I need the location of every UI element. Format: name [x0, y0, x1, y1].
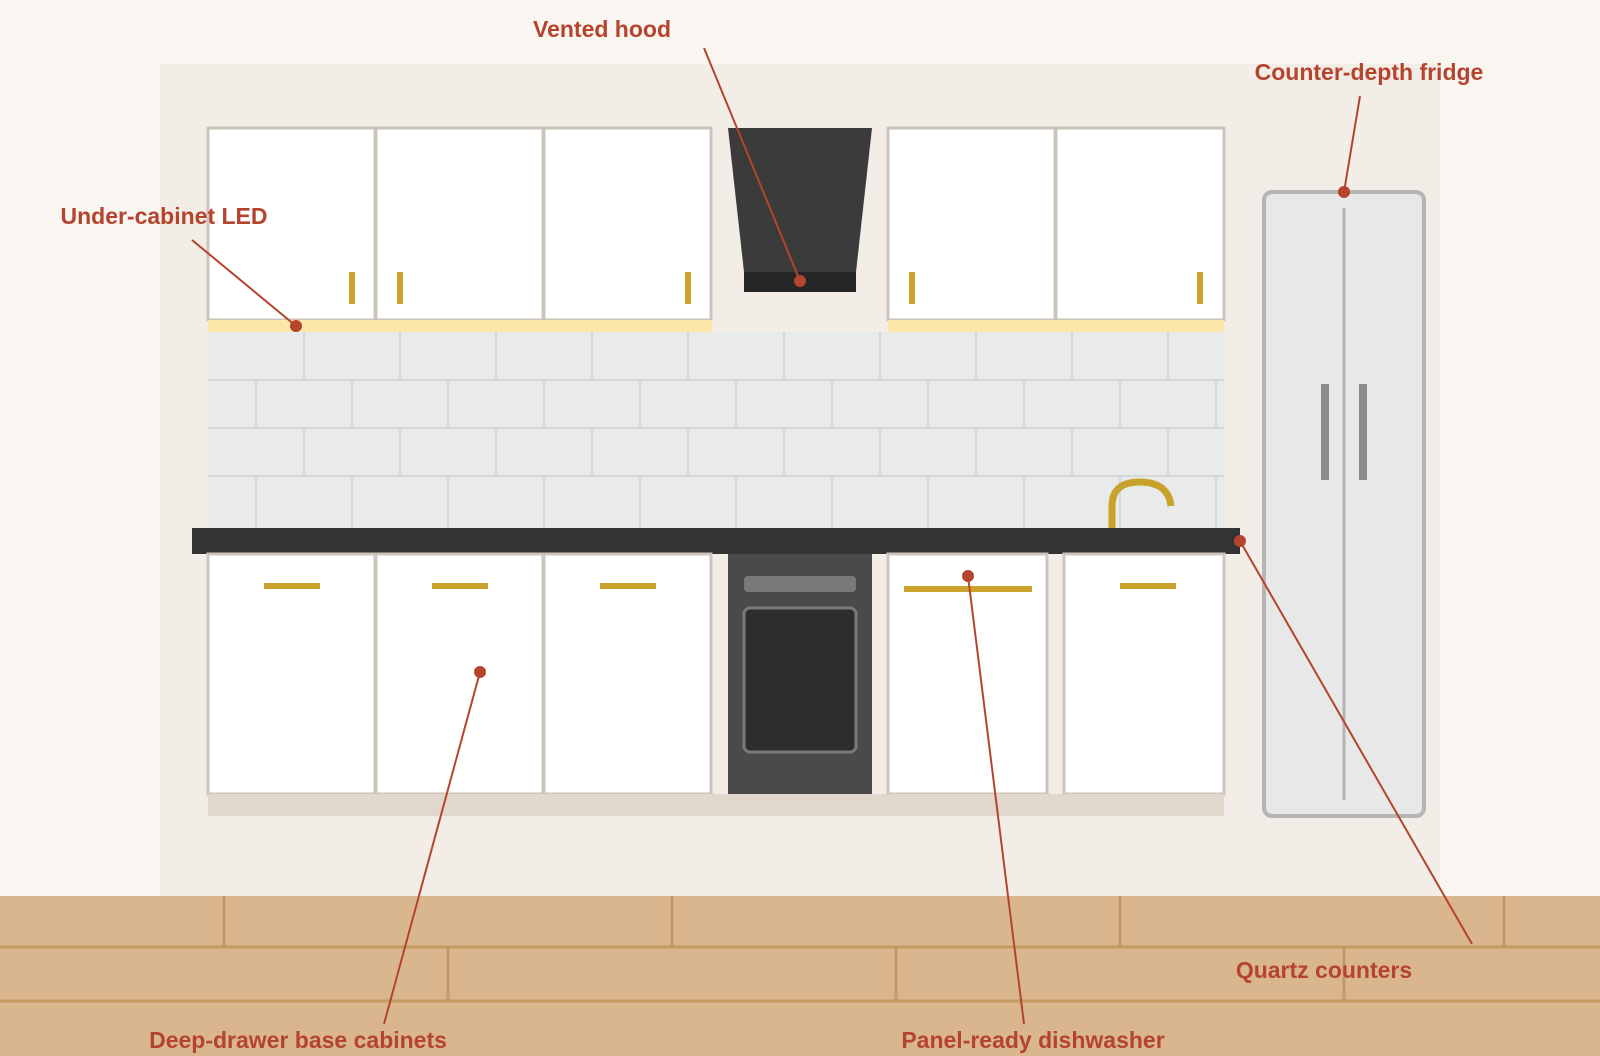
base-cabinet-door — [1062, 552, 1226, 796]
leader-quartz — [1239, 540, 1473, 945]
subway-tile-backsplash — [208, 332, 1224, 528]
drawer-handle — [264, 583, 320, 589]
leader-fridge — [1343, 95, 1361, 193]
cabinet-handle — [685, 272, 691, 304]
upper-cabinet-door — [542, 126, 713, 322]
leader-vented-hood — [703, 47, 801, 282]
label-led: Under-cabinet LED — [60, 203, 267, 229]
led-strip-left — [208, 320, 712, 332]
oven-control-panel — [744, 576, 856, 592]
faucet — [1108, 478, 1175, 528]
base-cabinets — [206, 552, 713, 796]
range-hood — [728, 128, 872, 292]
leader-dishwasher — [967, 575, 1025, 1025]
cabinet-handle — [349, 272, 355, 304]
upper-cabinets-left — [206, 126, 713, 322]
toe-kick — [208, 794, 1224, 816]
label-quartz: Quartz counters — [1236, 957, 1412, 983]
callout-leaders — [191, 47, 1473, 1025]
upper-cabinets-right — [886, 126, 1226, 322]
cabinet-handle — [909, 272, 915, 304]
fridge-handle — [1359, 384, 1367, 480]
base-cabinet-door — [542, 552, 713, 796]
base-cabinet-door — [206, 552, 377, 796]
label-dishwasher: Panel-ready dishwasher — [901, 1027, 1164, 1053]
oven-window — [742, 606, 858, 754]
drawer-handle — [432, 583, 488, 589]
anchor-vented-hood — [794, 275, 806, 287]
leader-base-cabinets — [383, 671, 481, 1025]
label-base-cabinets: Deep-drawer base cabinets — [149, 1027, 447, 1053]
anchor-quartz — [1234, 535, 1246, 547]
drawer-handle — [1120, 583, 1176, 589]
dishwasher-handle — [904, 586, 1032, 592]
led-strip-right — [888, 320, 1224, 332]
anchor-fridge — [1338, 186, 1350, 198]
cabinet-handle — [397, 272, 403, 304]
leader-led — [191, 239, 297, 327]
cabinet-handle — [1197, 272, 1203, 304]
drawer-handle — [600, 583, 656, 589]
anchor-base-cabinets — [474, 666, 486, 678]
label-vented-hood: Vented hood — [533, 16, 671, 42]
anchor-dishwasher — [962, 570, 974, 582]
base-cabinet-door — [374, 552, 545, 796]
base-cabinet-right — [1062, 552, 1226, 796]
fridge-handle — [1321, 384, 1329, 480]
upper-cabinet-door — [886, 126, 1057, 322]
wood-floor — [0, 896, 1600, 1056]
label-fridge: Counter-depth fridge — [1255, 59, 1484, 85]
callout-anchors — [290, 186, 1350, 678]
oven — [728, 554, 872, 794]
panel-ready-dishwasher — [886, 552, 1049, 796]
anchor-led — [290, 320, 302, 332]
quartz-countertop — [192, 528, 1240, 554]
